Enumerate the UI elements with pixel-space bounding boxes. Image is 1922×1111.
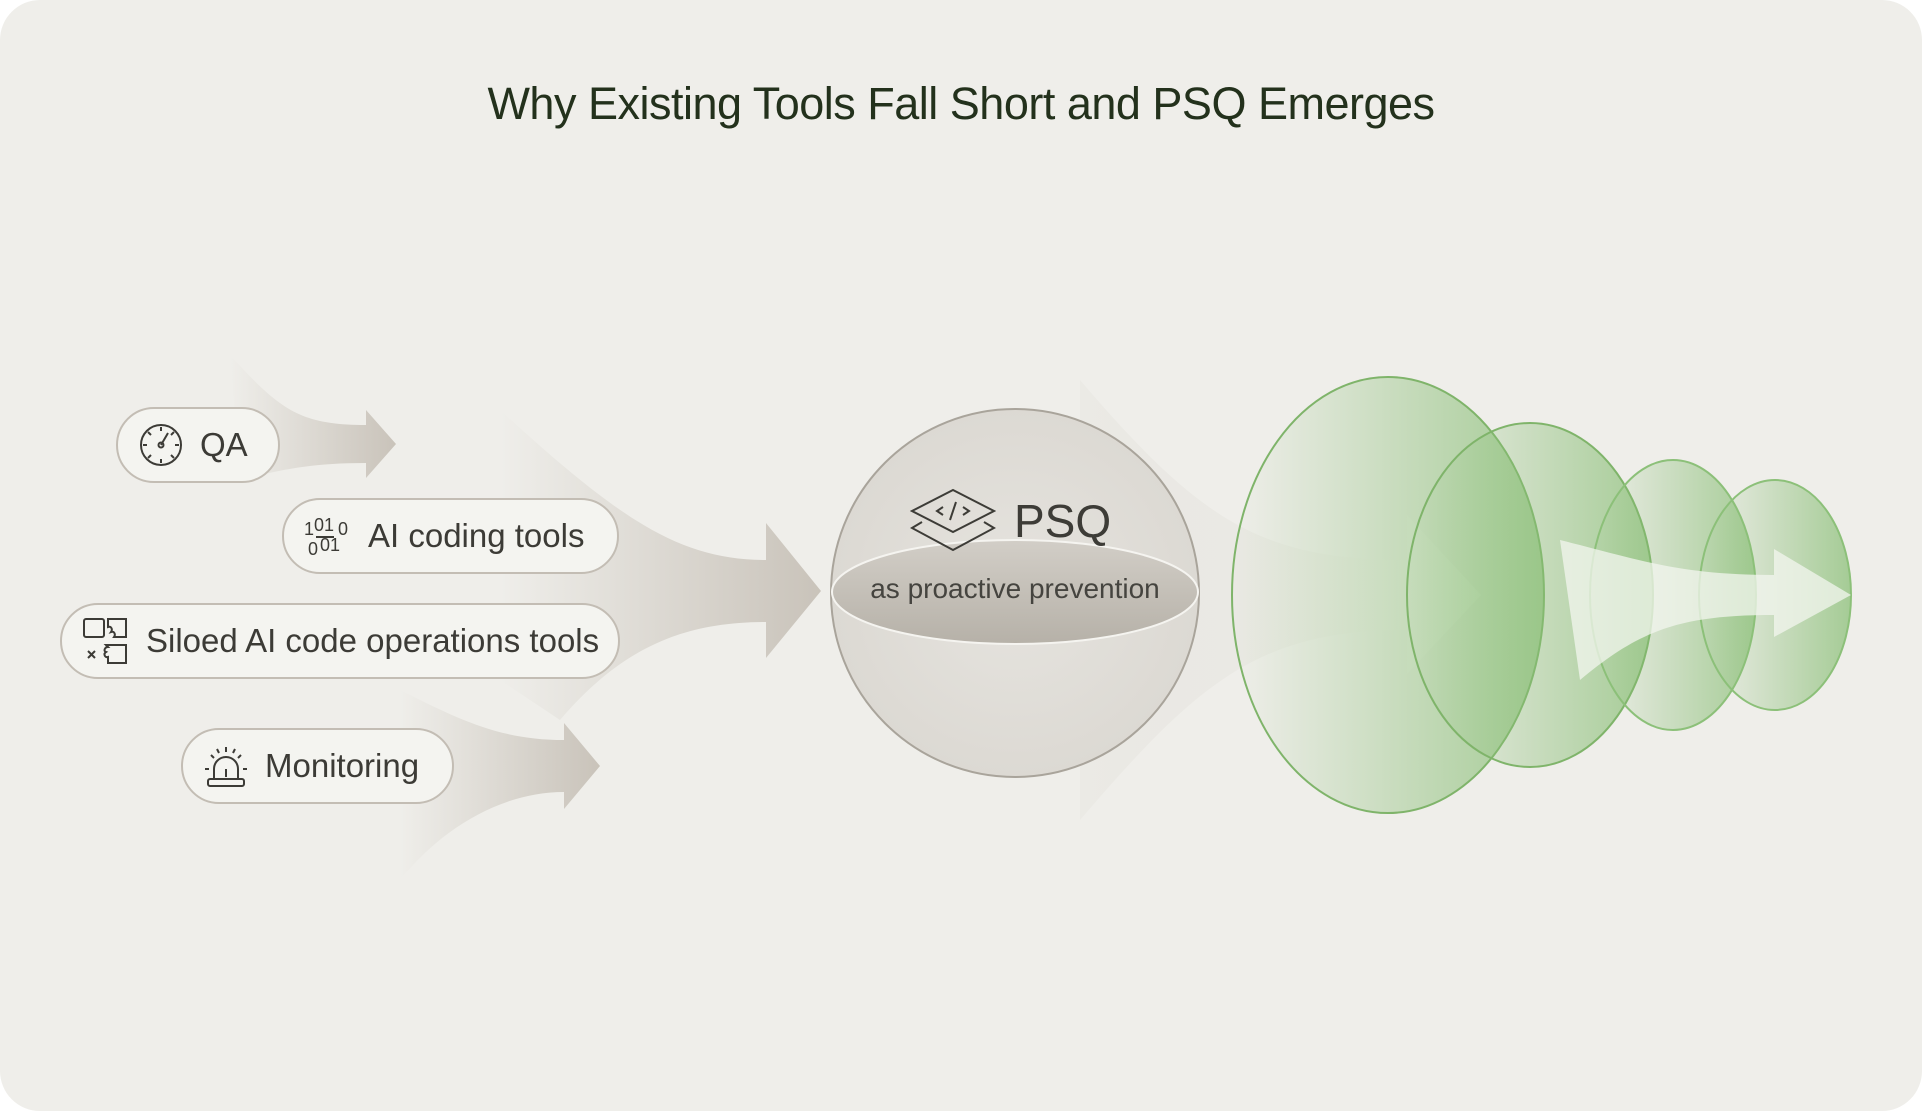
- input-pill-qa: QA: [116, 407, 280, 483]
- psq-subtitle: as proactive prevention: [870, 573, 1160, 604]
- code-layers-icon: [910, 488, 996, 552]
- stopwatch-icon: [140, 424, 182, 466]
- sphere-equator: [831, 539, 1199, 645]
- svg-text:0: 0: [338, 519, 348, 539]
- input-label: QA: [200, 426, 248, 463]
- input-label: Siloed AI code operations tools: [146, 622, 600, 659]
- svg-text:01: 01: [320, 535, 340, 555]
- psq-heading: PSQ: [910, 488, 1111, 554]
- monitoring-arrow: [400, 690, 600, 880]
- psq-label: PSQ: [1014, 495, 1112, 547]
- page-title: Why Existing Tools Fall Short and PSQ Em…: [487, 78, 1435, 129]
- input-label: Monitoring: [265, 747, 420, 784]
- input-pill-monitoring: Monitoring: [181, 728, 454, 804]
- svg-text:01: 01: [314, 515, 334, 535]
- alarm-siren-icon: [205, 747, 247, 787]
- input-label: AI coding tools: [368, 517, 585, 554]
- puzzle-pieces-icon: [83, 618, 127, 664]
- final-arrow: [1560, 540, 1851, 680]
- svg-text:1: 1: [304, 519, 314, 539]
- input-pill-siloed-tools: Siloed AI code operations tools: [60, 603, 620, 679]
- svg-text:0: 0: [308, 539, 318, 559]
